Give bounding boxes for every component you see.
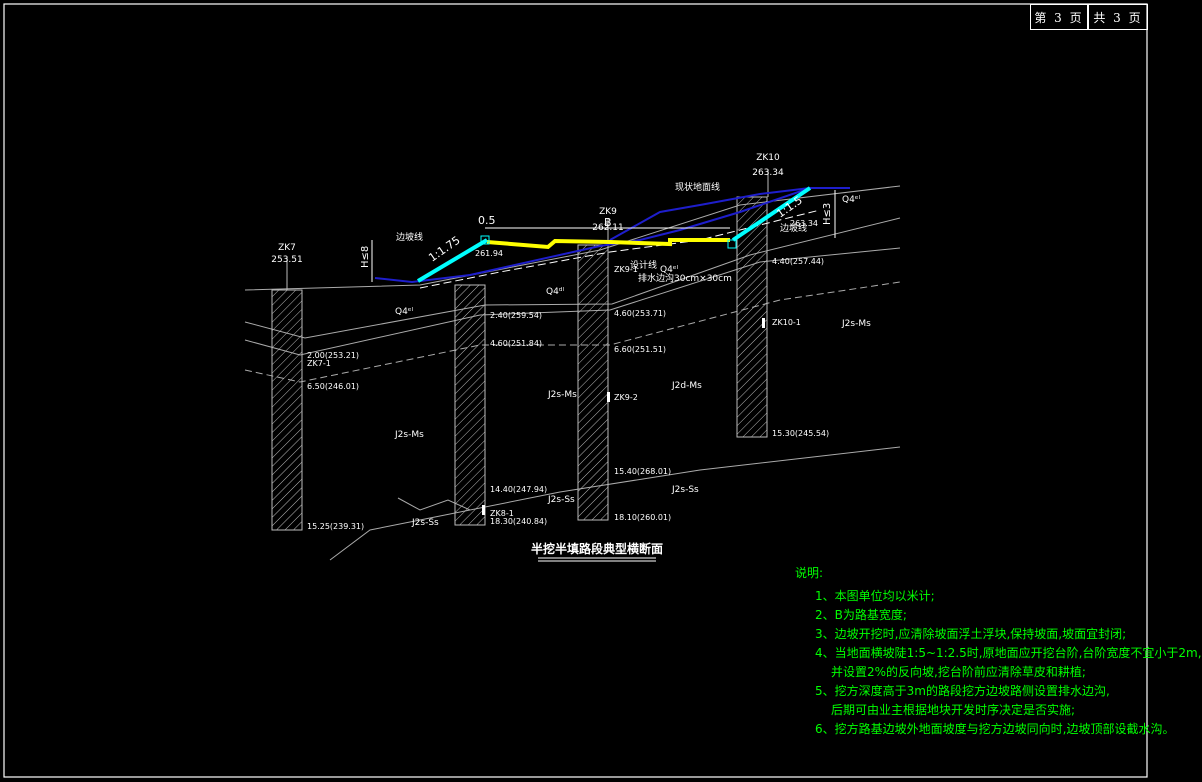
borehole-zk9 xyxy=(577,244,609,521)
cross-section-drawing: ZK7 253.51 ZK9 262.11 ZK10 263.34 1:1.75… xyxy=(3,3,1148,778)
ground-line-upper xyxy=(609,187,811,241)
depth-label: 15.30(245.54) xyxy=(772,429,829,438)
section-title: 半挖半填路段典型横断面 xyxy=(531,541,663,556)
note-item: 3、边坡开挖时,应清除坡面浮土浮块,保持坡面,坡面宜封闭; xyxy=(815,627,1127,641)
notes-block: 说明: 1、本图单位均以米计; 2、B为路基宽度; 3、边坡开挖时,应清除坡面浮… xyxy=(795,564,1202,739)
depth-label: 14.40(247.94) xyxy=(490,485,547,494)
zk7-id: ZK7 xyxy=(278,243,296,253)
zk7-elev: 253.51 xyxy=(271,255,303,265)
j4: J2s-Ms xyxy=(841,319,871,329)
zk10-elev: 263.34 xyxy=(752,168,784,178)
q-left: Q4ᵉˡ xyxy=(395,307,414,317)
zk10-id: ZK10 xyxy=(756,153,780,163)
notes-title: 说明: xyxy=(795,566,824,580)
right-slope xyxy=(731,186,812,242)
j7: J2s-Ss xyxy=(411,518,439,528)
sample-label: ZK9-2 xyxy=(614,393,638,402)
design-line xyxy=(486,238,730,250)
note-item: 4、当地面横坡陡1:5~1:2.5时,原地面应开挖台阶,台阶宽度不宜小于2m, xyxy=(815,646,1202,660)
sample-label: ZK9-1 xyxy=(614,265,638,274)
note-item: 5、挖方深度高于3m的路段挖方边坡路侧设置排水边沟, xyxy=(815,684,1110,698)
page-total: 共 3 页 xyxy=(1088,4,1148,30)
borehole-zk10 xyxy=(736,196,768,438)
borehole-zk8 xyxy=(454,284,486,526)
boreholes xyxy=(271,170,769,531)
left-elev-label: 261.94 xyxy=(475,249,503,258)
sample-label: ZK10-1 xyxy=(772,318,801,327)
note-item: 并设置2%的反向坡,挖台阶前应清除草皮和耕植; xyxy=(831,665,1086,679)
design-line-label: 设计线 xyxy=(630,259,657,271)
j1: J2s-Ms xyxy=(394,430,424,440)
depth-label: 4.40(257.44) xyxy=(772,257,824,266)
depth-label: 18.10(260.01) xyxy=(614,513,671,522)
road-width-label: B xyxy=(604,216,612,229)
drain-label: 排水边沟30cm×30cm xyxy=(638,272,732,284)
note-item: 1、本图单位均以米计; xyxy=(815,589,935,603)
sample-label: ZK7-1 xyxy=(307,359,331,368)
depth-label: 15.40(268.01) xyxy=(614,467,671,476)
h-right-label: H≤3 xyxy=(822,203,833,225)
j2: J2s-Ms xyxy=(547,390,577,400)
zk10-mid-label: 263.34 xyxy=(790,219,818,228)
q-mid: Q4ᵈˡ xyxy=(546,287,564,297)
note-item: 2、B为路基宽度; xyxy=(815,608,907,622)
slope-line-right-label: 边坡线 xyxy=(780,222,807,234)
zk9-elev: 262.11 xyxy=(592,223,624,233)
zk9-id: ZK9 xyxy=(599,207,617,217)
depth-label: 2.00(253.21) xyxy=(307,351,359,360)
left-slope xyxy=(416,238,489,283)
j6: J2s-Ss xyxy=(671,485,699,495)
ground-line-label: 现状地面线 xyxy=(675,181,720,193)
depth-label: 4.60(253.71) xyxy=(614,309,666,318)
borehole-zk7 xyxy=(271,289,303,531)
slope-line-left-label: 边坡线 xyxy=(396,231,423,243)
note-item: 后期可由业主根据地块开发时序决定是否实施; xyxy=(831,703,1076,717)
depth-label: 6.60(251.51) xyxy=(614,345,666,354)
drawing-border xyxy=(3,3,1148,778)
page-number: 第 3 页 xyxy=(1030,4,1088,30)
note-item: 6、挖方路基边坡外地面坡度与挖方边坡同向时,边坡顶部设截水沟。 xyxy=(815,722,1175,736)
depth-label: 15.25(239.31) xyxy=(307,522,364,531)
q-mid2: Q4ᵉˡ xyxy=(660,265,679,275)
h-left-label: H≤8 xyxy=(360,246,371,268)
depth-label: 2.40(259.54) xyxy=(490,311,542,320)
q-right: Q4ᵉˡ xyxy=(842,195,861,205)
existing-ground-line xyxy=(374,187,850,284)
depth-label: 6.50(246.01) xyxy=(307,382,359,391)
depth-label: 4.60(251.84) xyxy=(490,339,542,348)
ratio-top-label: 0.5 xyxy=(478,214,496,227)
depth-label: 18.30(240.84) xyxy=(490,517,547,526)
j3: J2d-Ms xyxy=(671,381,702,391)
j5: J2s-Ss xyxy=(547,495,575,505)
sample-label: ZK8-1 xyxy=(490,509,514,518)
